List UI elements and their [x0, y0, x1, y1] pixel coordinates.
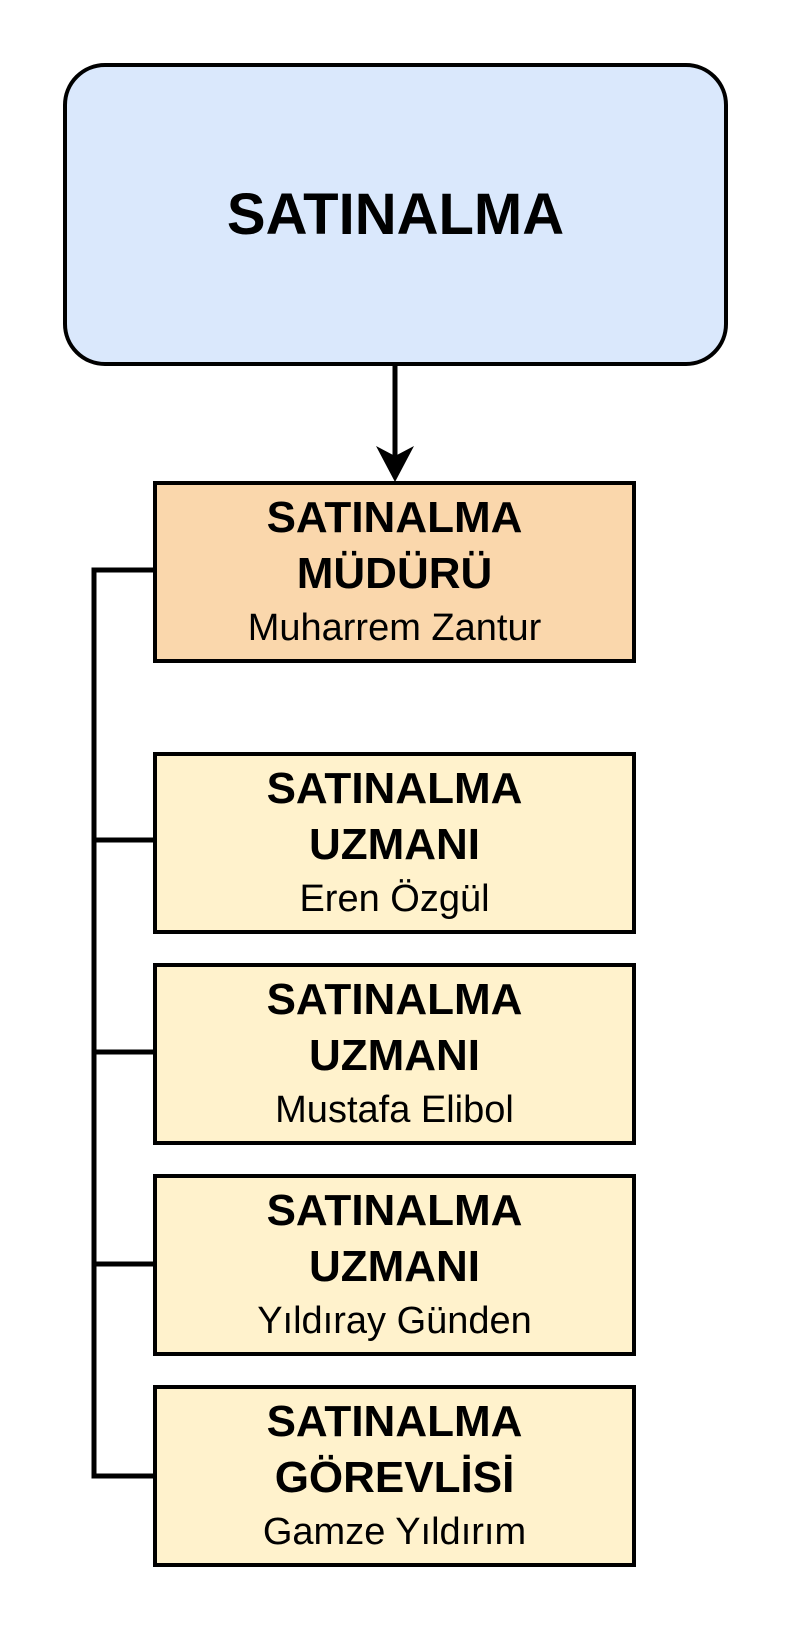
staff-node-3: SATINALMA UZMANI Yıldıray Günden [153, 1174, 636, 1356]
manager-title-line2: MÜDÜRÜ [296, 549, 493, 598]
staff-3-title-line1: SATINALMA [266, 1186, 523, 1235]
staff-4-title-line1: SATINALMA [266, 1397, 523, 1446]
manager-to-staff-connector [91, 567, 155, 1479]
department-to-manager-arrowhead [376, 446, 414, 482]
staff-node-1: SATINALMA UZMANI Eren Özgül [153, 752, 636, 934]
staff-3-person-name: Yıldıray Günden [257, 1300, 532, 1342]
staff-2-person-name: Mustafa Elibol [275, 1089, 514, 1131]
staff-1-person-name: Eren Özgül [299, 878, 490, 920]
staff-4-title-line2: GÖREVLİSİ [274, 1453, 515, 1502]
staff-node-4: SATINALMA GÖREVLİSİ Gamze Yıldırım [153, 1385, 636, 1567]
staff-1-title-line1: SATINALMA [266, 764, 523, 813]
staff-2-title-line2: UZMANI [308, 1031, 481, 1080]
manager-person-name: Muharrem Zantur [247, 607, 542, 649]
staff-node-2: SATINALMA UZMANI Mustafa Elibol [153, 963, 636, 1145]
staff-2-title-line1: SATINALMA [266, 975, 523, 1024]
department-label: SATINALMA [226, 182, 565, 247]
staff-4-person-name: Gamze Yıldırım [262, 1511, 527, 1553]
manager-node: SATINALMA MÜDÜRÜ Muharrem Zantur [153, 481, 636, 663]
staff-1-title-line2: UZMANI [308, 820, 481, 869]
manager-title-line1: SATINALMA [266, 493, 523, 542]
staff-3-title-line2: UZMANI [308, 1242, 481, 1291]
department-node: SATINALMA [63, 63, 728, 366]
